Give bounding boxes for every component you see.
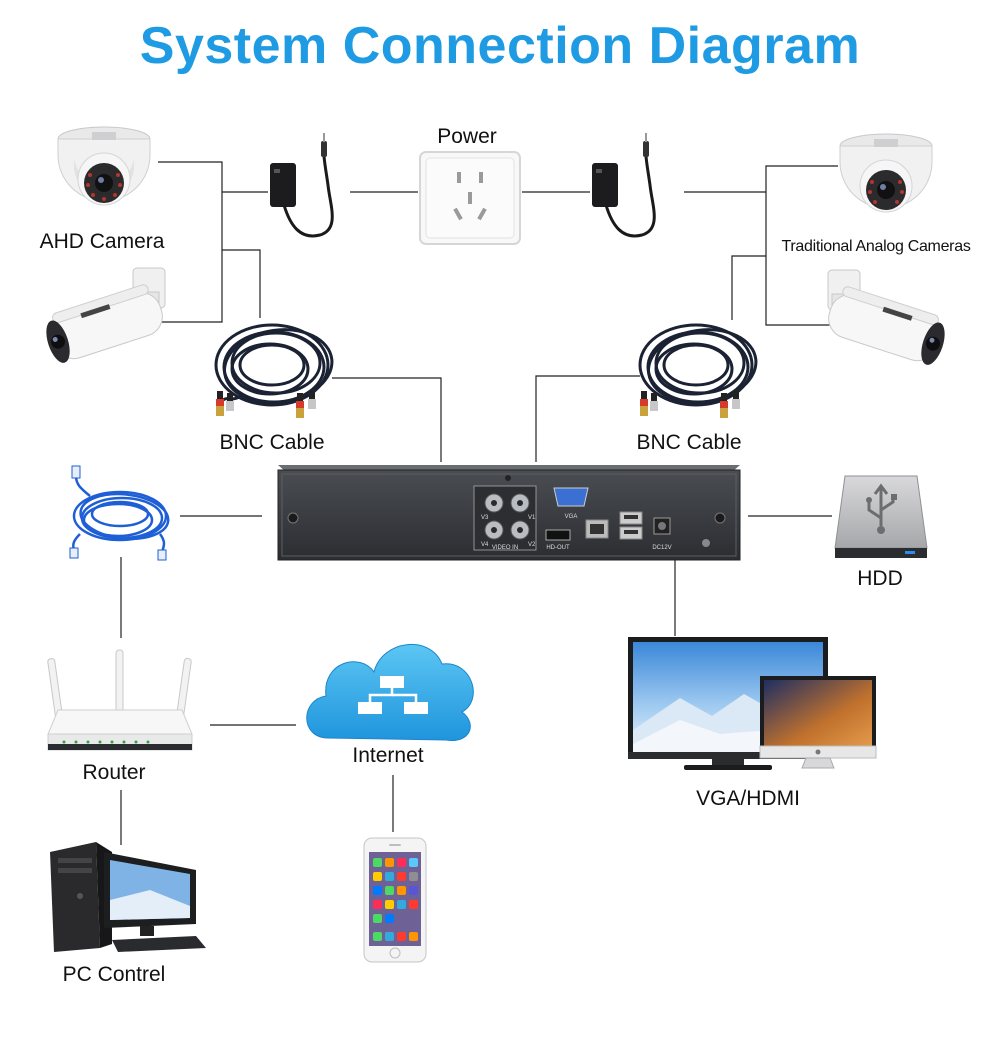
usb-ports [619,511,643,540]
dome-camera-icon [839,133,933,213]
bullet-camera-icon [827,269,945,365]
port-v3: V3 [481,515,489,521]
bullet-camera-icon [46,267,166,363]
bnc-ports: V3 V1 V4 V2 VIDEO IN [473,485,537,551]
internet-label: Internet [352,744,423,767]
bnc-cable-right-label: BNC Cable [636,431,741,454]
dc-port: DC12V [652,517,672,551]
pc-control-label: PC Contrel [63,963,166,986]
video-in-label: VIDEO IN [492,545,518,551]
network-icon [358,676,428,714]
analog-cameras-label: Traditional Analog Cameras [781,238,970,255]
cloud-icon [306,643,474,741]
port-v2: V2 [528,542,536,548]
ahd-camera-label: AHD Camera [40,230,165,253]
app-grid [373,858,418,941]
vga-port-label: VGA [565,514,578,520]
power-label: Power [437,125,497,148]
router-icon [47,649,193,751]
dome-camera-icon [57,126,151,206]
wall-socket-icon [419,151,521,245]
hdd-icon [834,475,928,558]
hdd-label: HDD [857,567,903,590]
monitor-icon [759,676,877,769]
power-adapter-icon [592,133,656,238]
dc-label: DC12V [652,545,671,551]
bnc-cable-icon [214,323,334,418]
ethernet-cable-icon [69,465,170,561]
dvr-icon: V3 V1 V4 V2 VIDEO IN VGA HD-OUT [277,465,741,561]
hd-out-label: HD-OUT [546,545,570,551]
power-adapter-icon [270,133,334,238]
lan-port [585,519,609,539]
router-label: Router [82,761,145,784]
hdmi-port: HD-OUT [545,529,571,551]
bnc-cable-left-label: BNC Cable [219,431,324,454]
connection-lines [120,161,838,845]
port-v4: V4 [481,542,489,548]
diagram-title: System Connection Diagram [139,17,861,75]
pc-icon [50,842,206,952]
port-v1: V1 [528,515,536,521]
vga-port: VGA [553,487,589,520]
bnc-cable-icon [638,323,758,418]
smartphone-icon [363,837,427,963]
vga-hdmi-label: VGA/HDMI [696,787,800,810]
